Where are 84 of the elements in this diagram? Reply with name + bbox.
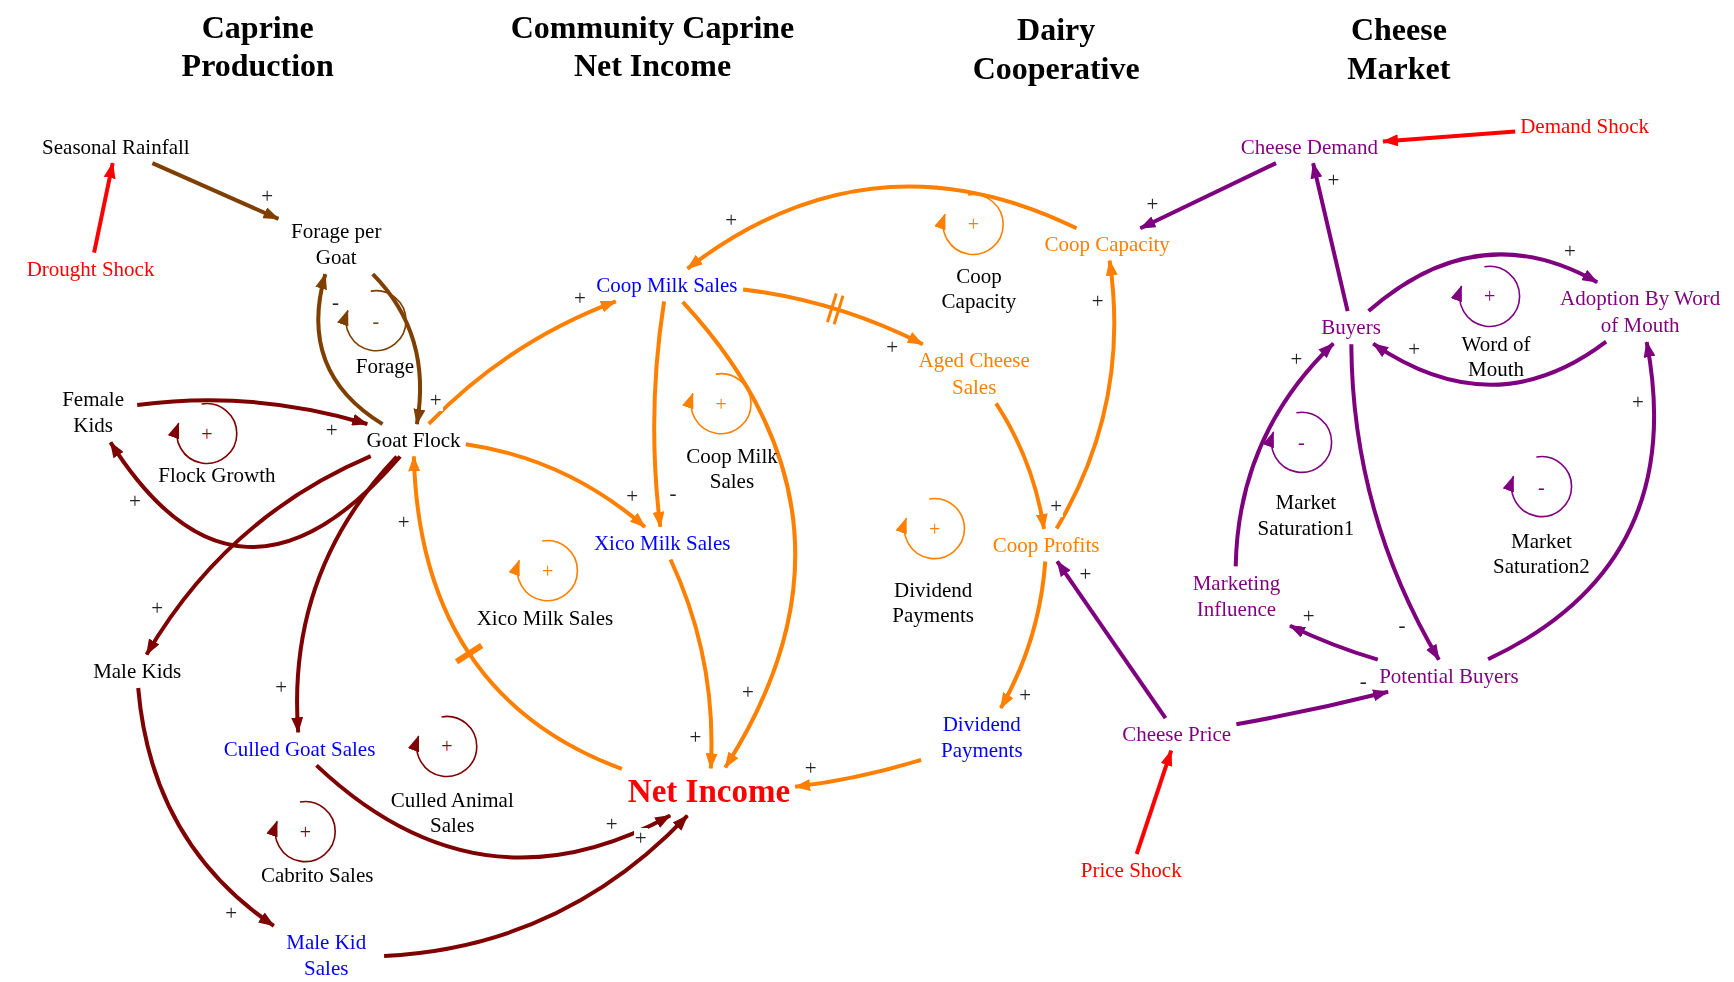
arrow	[1233, 342, 1335, 567]
arrow	[136, 687, 275, 928]
column-heading: Community Caprine Net Income	[509, 7, 796, 85]
variable-label: Female Kids	[54, 386, 132, 439]
loop-polarity-sign: +	[441, 734, 453, 759]
arrow	[1289, 623, 1379, 662]
variable-label: Coop Milk Sales	[596, 272, 738, 299]
arrow	[144, 454, 372, 656]
loop-polarity-sign: +	[1484, 284, 1496, 309]
arrow	[151, 161, 280, 221]
variable-label: Male Kid Sales	[273, 928, 379, 982]
loop-polarity-sign: -	[1538, 474, 1545, 499]
variable-label: Male Kids	[93, 658, 182, 685]
arrow	[371, 272, 425, 426]
arrow	[1055, 560, 1168, 720]
loop-name: Flock Growth	[158, 463, 276, 489]
arrow	[742, 287, 924, 346]
column-heading: Dairy Cooperative	[971, 10, 1141, 87]
variable-label: Forage per Goat	[283, 217, 389, 271]
loop-polarity-sign: -	[372, 308, 380, 333]
loop-polarity-sign: +	[928, 516, 941, 541]
loop-name: Dividend Payments	[891, 577, 975, 629]
loop-name: Market Saturation1	[1256, 490, 1356, 541]
variable-label: Demand Shock	[1520, 113, 1650, 140]
column-heading: Cheese Market	[1346, 10, 1452, 87]
loop-name: Word of Mouth	[1460, 332, 1532, 383]
arrow	[1367, 252, 1599, 313]
arrow	[315, 763, 672, 860]
variable-label: Price Shock	[1080, 857, 1182, 884]
arrow	[994, 402, 1048, 530]
variable-label: Aged Cheese Sales	[896, 347, 1052, 400]
loop-polarity-sign: +	[967, 212, 979, 237]
arrow	[136, 398, 369, 426]
loop-polarity-sign: +	[201, 421, 213, 446]
arrow	[408, 455, 623, 771]
loop-name: Xico Milk Sales	[476, 605, 614, 631]
variable-label: Goat Flock	[366, 427, 461, 454]
loop-name: Market Saturation2	[1492, 529, 1591, 580]
arrow	[291, 455, 399, 734]
variable-label: Potential Buyers	[1379, 662, 1519, 689]
arrow	[999, 561, 1048, 710]
variable-label: Coop Capacity	[1044, 231, 1170, 258]
loop-name: Coop Milk Sales	[685, 443, 779, 495]
arrow	[315, 273, 384, 426]
variable-label: Cheese Price	[1122, 721, 1232, 748]
variable-label: Xico Milk Sales	[593, 529, 731, 557]
arrow	[1349, 344, 1441, 661]
arrow	[681, 300, 797, 769]
arrow	[108, 441, 402, 549]
variable-label: Adoption By Word of Mouth	[1560, 285, 1721, 338]
arrow	[1139, 161, 1277, 231]
variable-label: Net Income	[627, 771, 791, 813]
arrow	[465, 442, 647, 529]
loop-name: Cabrito Sales	[260, 863, 374, 889]
arrow	[1310, 162, 1350, 312]
arrow	[652, 301, 667, 528]
loop-name: Culled Animal Sales	[389, 787, 515, 839]
arrow	[383, 814, 689, 958]
arrow	[1372, 340, 1608, 387]
arrow	[1054, 259, 1118, 530]
arrow	[1382, 129, 1516, 147]
loop-name: Forage	[355, 353, 415, 379]
variable-label: Coop Profits	[992, 532, 1100, 559]
variable-label: Buyers	[1321, 314, 1381, 341]
arrow	[1487, 341, 1656, 662]
variable-label: Seasonal Rainfall	[42, 134, 190, 161]
variable-label: Marketing Influence	[1178, 569, 1295, 623]
loop-polarity-sign: +	[715, 391, 727, 416]
loop-polarity-sign: +	[541, 558, 554, 583]
arrow	[686, 184, 1078, 271]
loop-polarity-sign: -	[1298, 430, 1305, 455]
variable-label: Drought Shock	[26, 255, 155, 282]
arrow	[92, 162, 116, 253]
variable-label: Culled Goat Sales	[223, 735, 376, 762]
loop-name: Coop Capacity	[940, 263, 1018, 314]
arrow	[794, 757, 922, 791]
variable-label: Dividend Payments	[926, 711, 1038, 764]
arrow	[1236, 689, 1390, 727]
column-heading: Caprine Production	[180, 7, 335, 85]
arrow	[1134, 749, 1174, 855]
variable-label: Cheese Demand	[1240, 134, 1378, 161]
arrow	[427, 299, 617, 426]
loop-polarity-sign: +	[299, 819, 311, 844]
arrow	[668, 558, 718, 770]
